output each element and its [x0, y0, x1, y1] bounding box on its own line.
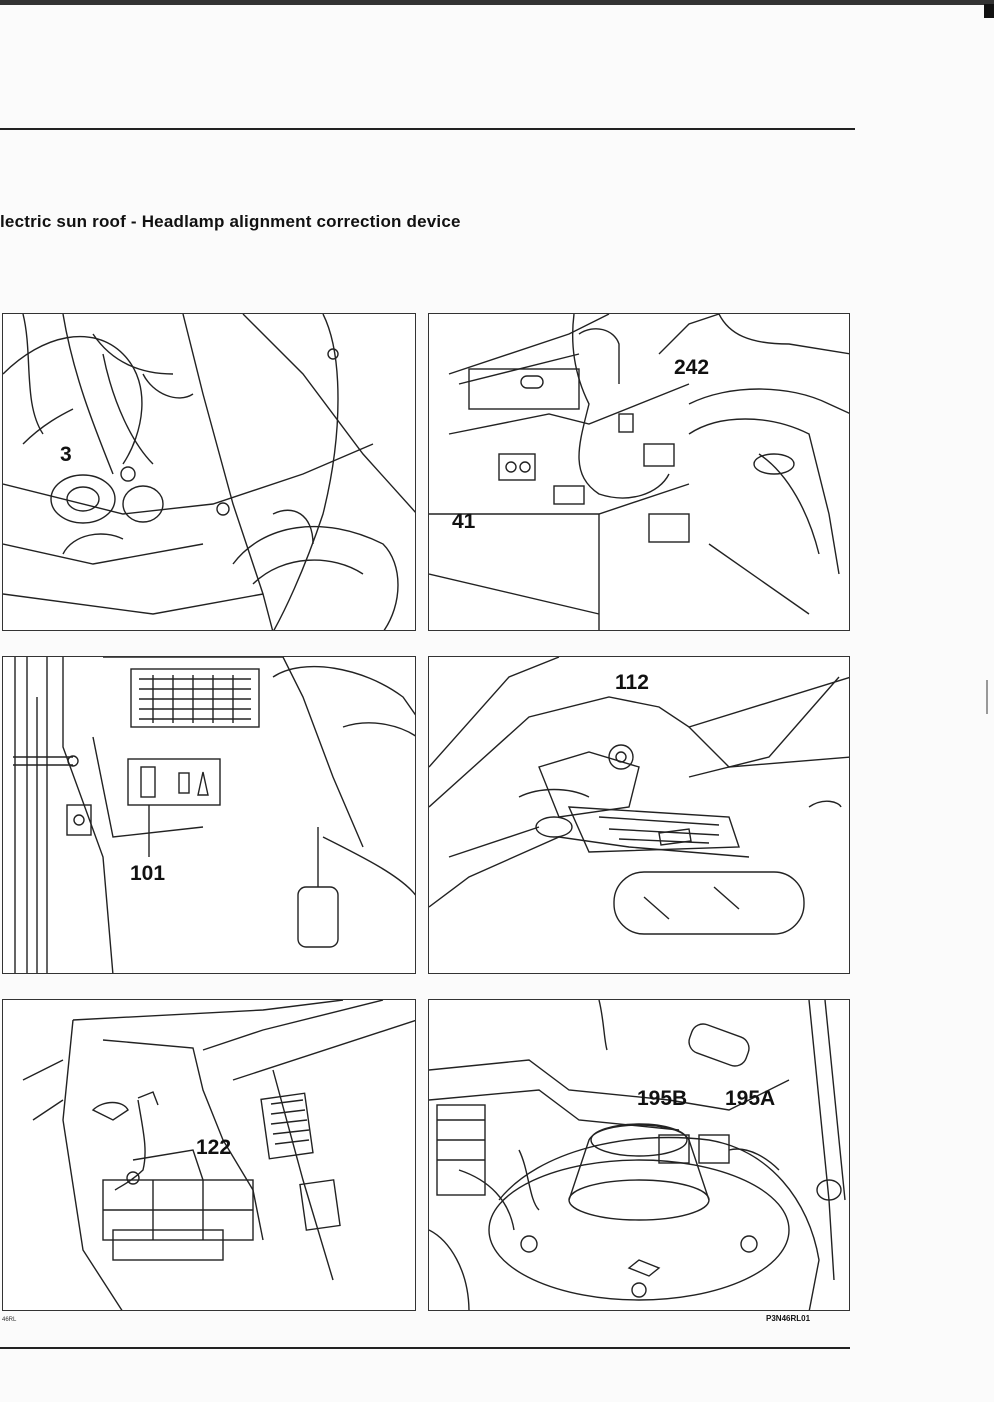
- corner-mark: [984, 4, 994, 18]
- callout-122: 122: [196, 1136, 232, 1159]
- callout-242: 242: [674, 356, 710, 379]
- footer-rule: [0, 1347, 850, 1349]
- figure-reference-code: P3N46RL01: [766, 1314, 811, 1323]
- margin-note: 46RL: [2, 1317, 17, 1323]
- diagram-panel-center-console: 242 41: [428, 313, 850, 631]
- engine-bay-illustration: [3, 314, 415, 630]
- callout-101: 101: [130, 862, 166, 885]
- diagram-panel-glovebox-relay: 122: [2, 999, 416, 1311]
- callout-3: 3: [60, 443, 72, 466]
- dashboard-switch-illustration: [13, 657, 415, 973]
- diagram-panel-roof-console: 112: [428, 656, 850, 974]
- strut-tower-illustration: [429, 1000, 846, 1310]
- roof-console-illustration: [429, 657, 849, 935]
- callout-195B: 195B: [637, 1087, 688, 1110]
- top-scan-border: [0, 0, 994, 5]
- callout-112: 112: [615, 671, 649, 694]
- scan-edge-mark: [986, 680, 988, 714]
- center-console-illustration: [429, 314, 849, 630]
- diagram-panel-strut-tower: 195B 195A: [428, 999, 850, 1311]
- callout-41: 41: [452, 510, 476, 533]
- page-title: lectric sun roof - Headlamp alignment co…: [0, 212, 461, 231]
- diagram-panel-dashboard-switch: 101: [2, 656, 416, 974]
- callout-195A: 195A: [725, 1087, 776, 1110]
- glovebox-relay-illustration: [22, 1000, 415, 1310]
- header-rule: [0, 128, 855, 130]
- diagram-panel-engine-bay: 3: [2, 313, 416, 631]
